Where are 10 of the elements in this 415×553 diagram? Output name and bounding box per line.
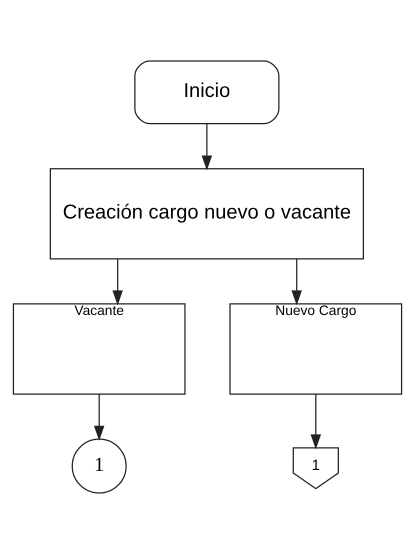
arrow — [202, 123, 212, 170]
arrow — [310, 394, 322, 449]
arrow — [94, 394, 104, 440]
arrow — [112, 258, 123, 305]
node-circle: 1 — [72, 438, 127, 494]
node-box: Vacante — [12, 302, 186, 394]
node-box: Inicio — [134, 60, 280, 124]
arrow — [291, 258, 302, 305]
node-box: Creación cargo nuevo o vacante — [50, 168, 364, 259]
node-box: Nuevo Cargo — [229, 302, 402, 394]
